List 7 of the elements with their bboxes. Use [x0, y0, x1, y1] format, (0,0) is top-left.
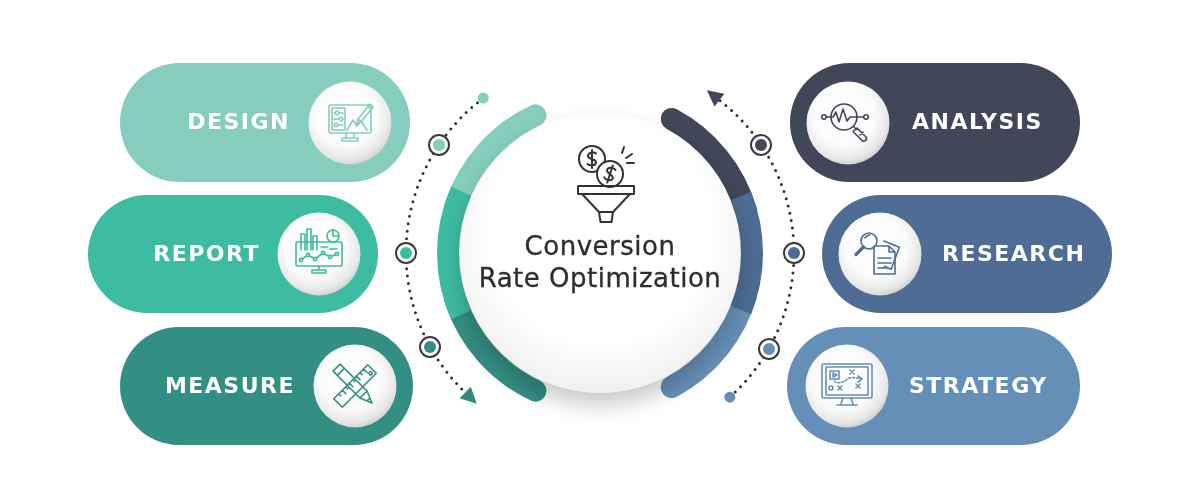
step-label: STRATEGY: [909, 372, 1048, 400]
step-label: REPORT: [153, 240, 260, 268]
step-label: MEASURE: [164, 372, 295, 400]
step-label: ANALYSIS: [912, 109, 1043, 136]
step-label: RESEARCH: [942, 240, 1086, 268]
center-title: Conversion Rate Optimization: [477, 230, 723, 294]
step-label: DESIGN: [187, 109, 290, 136]
